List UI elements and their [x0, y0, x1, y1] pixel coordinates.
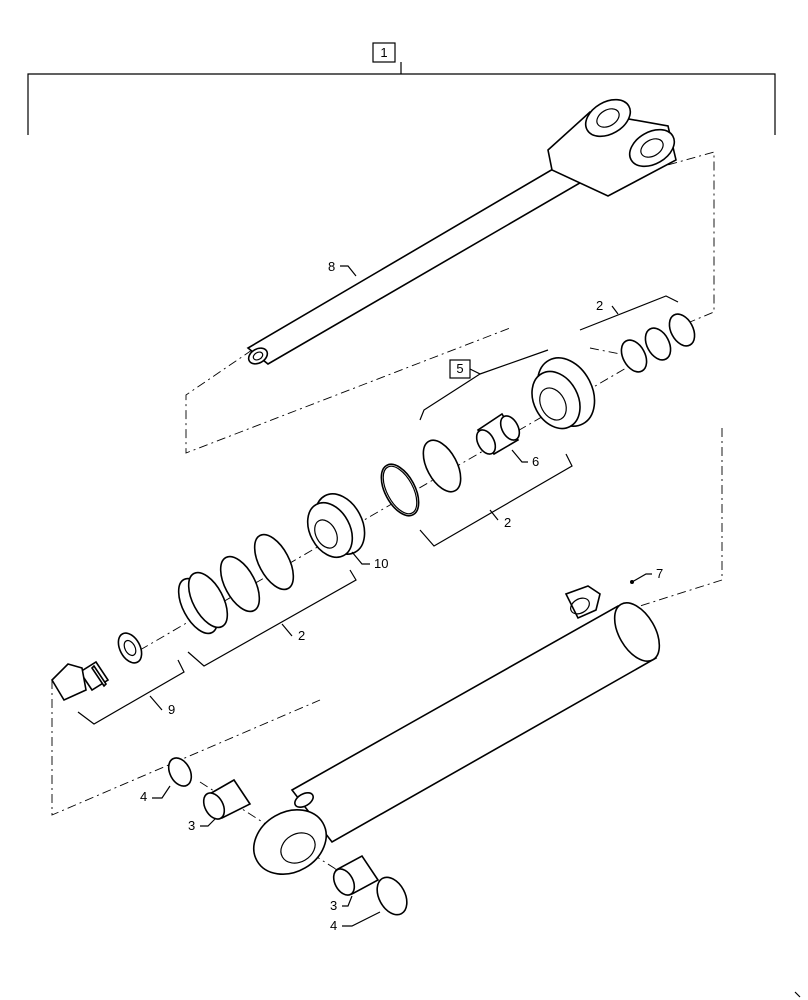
- svg-text:4: 4: [330, 918, 337, 933]
- callout-2-top[interactable]: 2: [579, 295, 679, 331]
- assembly-bracket: [27, 62, 776, 135]
- callout-10[interactable]: 10: [351, 551, 388, 571]
- svg-text:9: 9: [168, 702, 175, 717]
- callout-6[interactable]: 6: [511, 449, 539, 469]
- callout-9[interactable]: 9: [77, 659, 185, 725]
- callout-8[interactable]: 8: [328, 259, 357, 277]
- svg-text:1: 1: [380, 45, 387, 60]
- gland-head: [531, 357, 596, 430]
- svg-text:4: 4: [140, 789, 147, 804]
- svg-text:8: 8: [328, 259, 335, 274]
- svg-text:2: 2: [298, 628, 305, 643]
- callout-7[interactable]: 7: [630, 566, 663, 584]
- bushing-and-ring-bottom: [332, 854, 408, 916]
- svg-text:2: 2: [596, 298, 603, 313]
- svg-text:5: 5: [456, 361, 463, 376]
- callout-2-lower[interactable]: 2: [187, 569, 357, 667]
- svg-text:10: 10: [374, 556, 388, 571]
- wear-ring-and-seals: [177, 533, 295, 635]
- corner-mark: [794, 991, 801, 998]
- svg-text:6: 6: [532, 454, 539, 469]
- callout-1[interactable]: 1: [372, 42, 396, 63]
- callout-3-left[interactable]: 3: [188, 817, 217, 833]
- svg-text:7: 7: [656, 566, 663, 581]
- o-rings-middle: [380, 439, 462, 517]
- callout-2-middle[interactable]: 2: [419, 453, 573, 547]
- seal-rings-top: [620, 313, 696, 373]
- piston-10: [306, 493, 366, 559]
- svg-text:3: 3: [330, 898, 337, 913]
- svg-text:3: 3: [188, 818, 195, 833]
- callout-4-bottom[interactable]: 4: [330, 911, 381, 933]
- cylinder-barrel: [253, 585, 661, 875]
- callout-4-left[interactable]: 4: [140, 785, 171, 804]
- bushing-and-ring-left: [167, 757, 252, 820]
- callout-5[interactable]: 5: [419, 349, 549, 421]
- svg-text:2: 2: [504, 515, 511, 530]
- bolt-and-washer: [50, 632, 143, 702]
- piston-rod-clevis: [246, 98, 677, 365]
- callout-3-bottom[interactable]: 3: [330, 895, 353, 913]
- bushing-6: [475, 412, 521, 456]
